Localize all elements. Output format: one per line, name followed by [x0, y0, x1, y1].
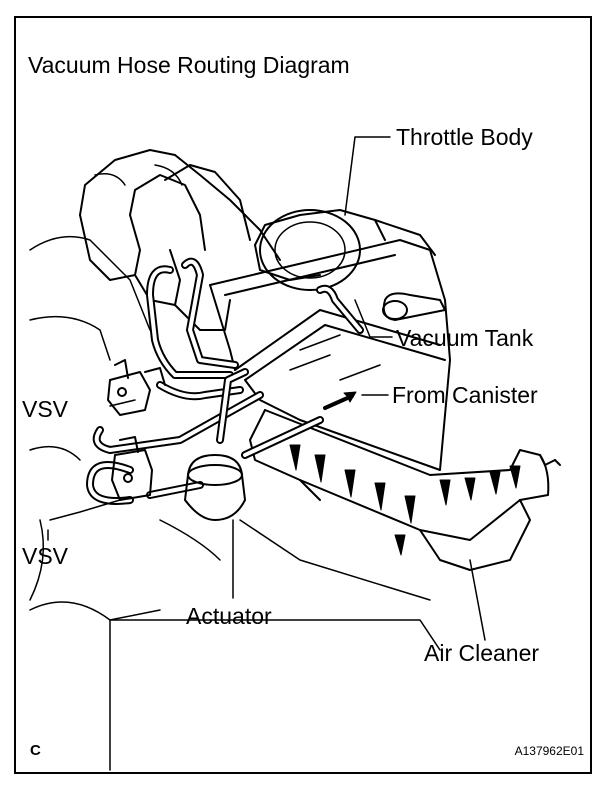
actuator-part: [184, 454, 246, 521]
from-canister-label: From Canister: [392, 382, 538, 408]
throttle-body: [254, 209, 436, 291]
vacuum-tank-label: Vacuum Tank: [396, 325, 534, 351]
vsv-upper-part: [107, 359, 166, 416]
air-cleaner: [249, 409, 561, 571]
vacuum-tank: [382, 292, 446, 321]
vacuum-hoses: [86, 257, 364, 505]
diagram-title: Vacuum Hose Routing Diagram: [28, 52, 350, 78]
air-cleaner-ribs: [289, 444, 521, 556]
actuator-label: Actuator: [186, 603, 272, 629]
air-cleaner-label: Air Cleaner: [424, 640, 540, 666]
diagram-frame: [14, 16, 592, 774]
intake-duct: [209, 239, 451, 471]
engine-block-outline: [29, 235, 441, 771]
figure-code: A137962E01: [514, 744, 584, 758]
intake-manifold: [79, 149, 281, 331]
canister-arrow: [323, 391, 357, 410]
throttle-body-label: Throttle Body: [396, 124, 533, 150]
leader-lines: [47, 136, 486, 641]
vsv-lower-label: VSV: [22, 543, 69, 569]
vsv-upper-label: VSV: [22, 396, 69, 422]
section-letter: C: [30, 742, 41, 759]
vsv-lower-part: [111, 436, 153, 501]
